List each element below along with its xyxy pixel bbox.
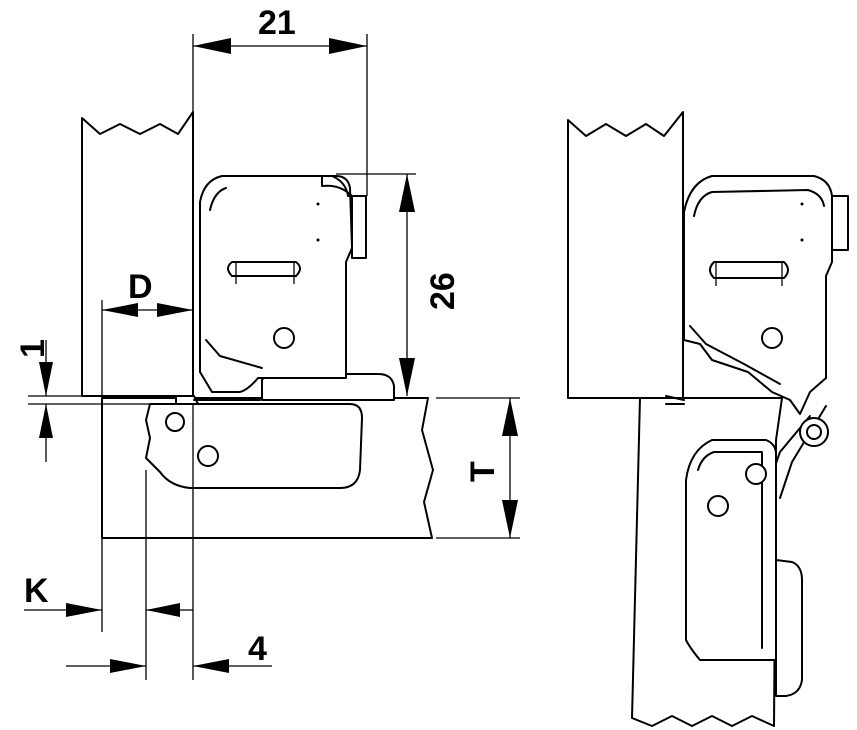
arm-inner-edge	[205, 187, 263, 369]
dimension-26-label: 26	[424, 272, 462, 310]
linkage-pivot-inner	[806, 424, 822, 440]
adjust-slot	[227, 261, 301, 277]
open-cup-screw-lower	[707, 495, 729, 517]
cabinet-side-panel	[81, 111, 194, 397]
open-arm-end-block	[831, 195, 849, 251]
hinge-arm	[199, 175, 353, 393]
open-hinge-view	[567, 111, 849, 727]
hinge-cup	[145, 403, 363, 489]
open-arm-inner-edge	[689, 189, 825, 385]
cup-screw-lower	[197, 445, 219, 467]
open-cup-inner	[697, 451, 763, 649]
arm-end-block	[321, 175, 367, 259]
dimension-d-label: D	[128, 268, 153, 306]
dimension-4-label: 4	[248, 630, 267, 668]
open-hinge-arm	[683, 175, 833, 415]
dimension-k-label: K	[24, 572, 49, 610]
cup-screw-upper	[165, 412, 185, 432]
open-arm-screw	[761, 327, 783, 349]
open-cup-flange	[775, 559, 803, 697]
arm-screw	[273, 327, 295, 349]
dimension-21-label: 21	[258, 4, 296, 42]
dimension-1-label: 1	[14, 339, 52, 358]
open-cabinet-side-panel	[567, 111, 684, 399]
open-adjust-slot	[709, 261, 789, 279]
closed-hinge-view: 21 26 D 1 T K	[14, 4, 520, 680]
open-cup-screw-upper	[745, 463, 767, 485]
open-hinge-cup	[685, 439, 777, 661]
dimension-t-label: T	[464, 461, 502, 482]
